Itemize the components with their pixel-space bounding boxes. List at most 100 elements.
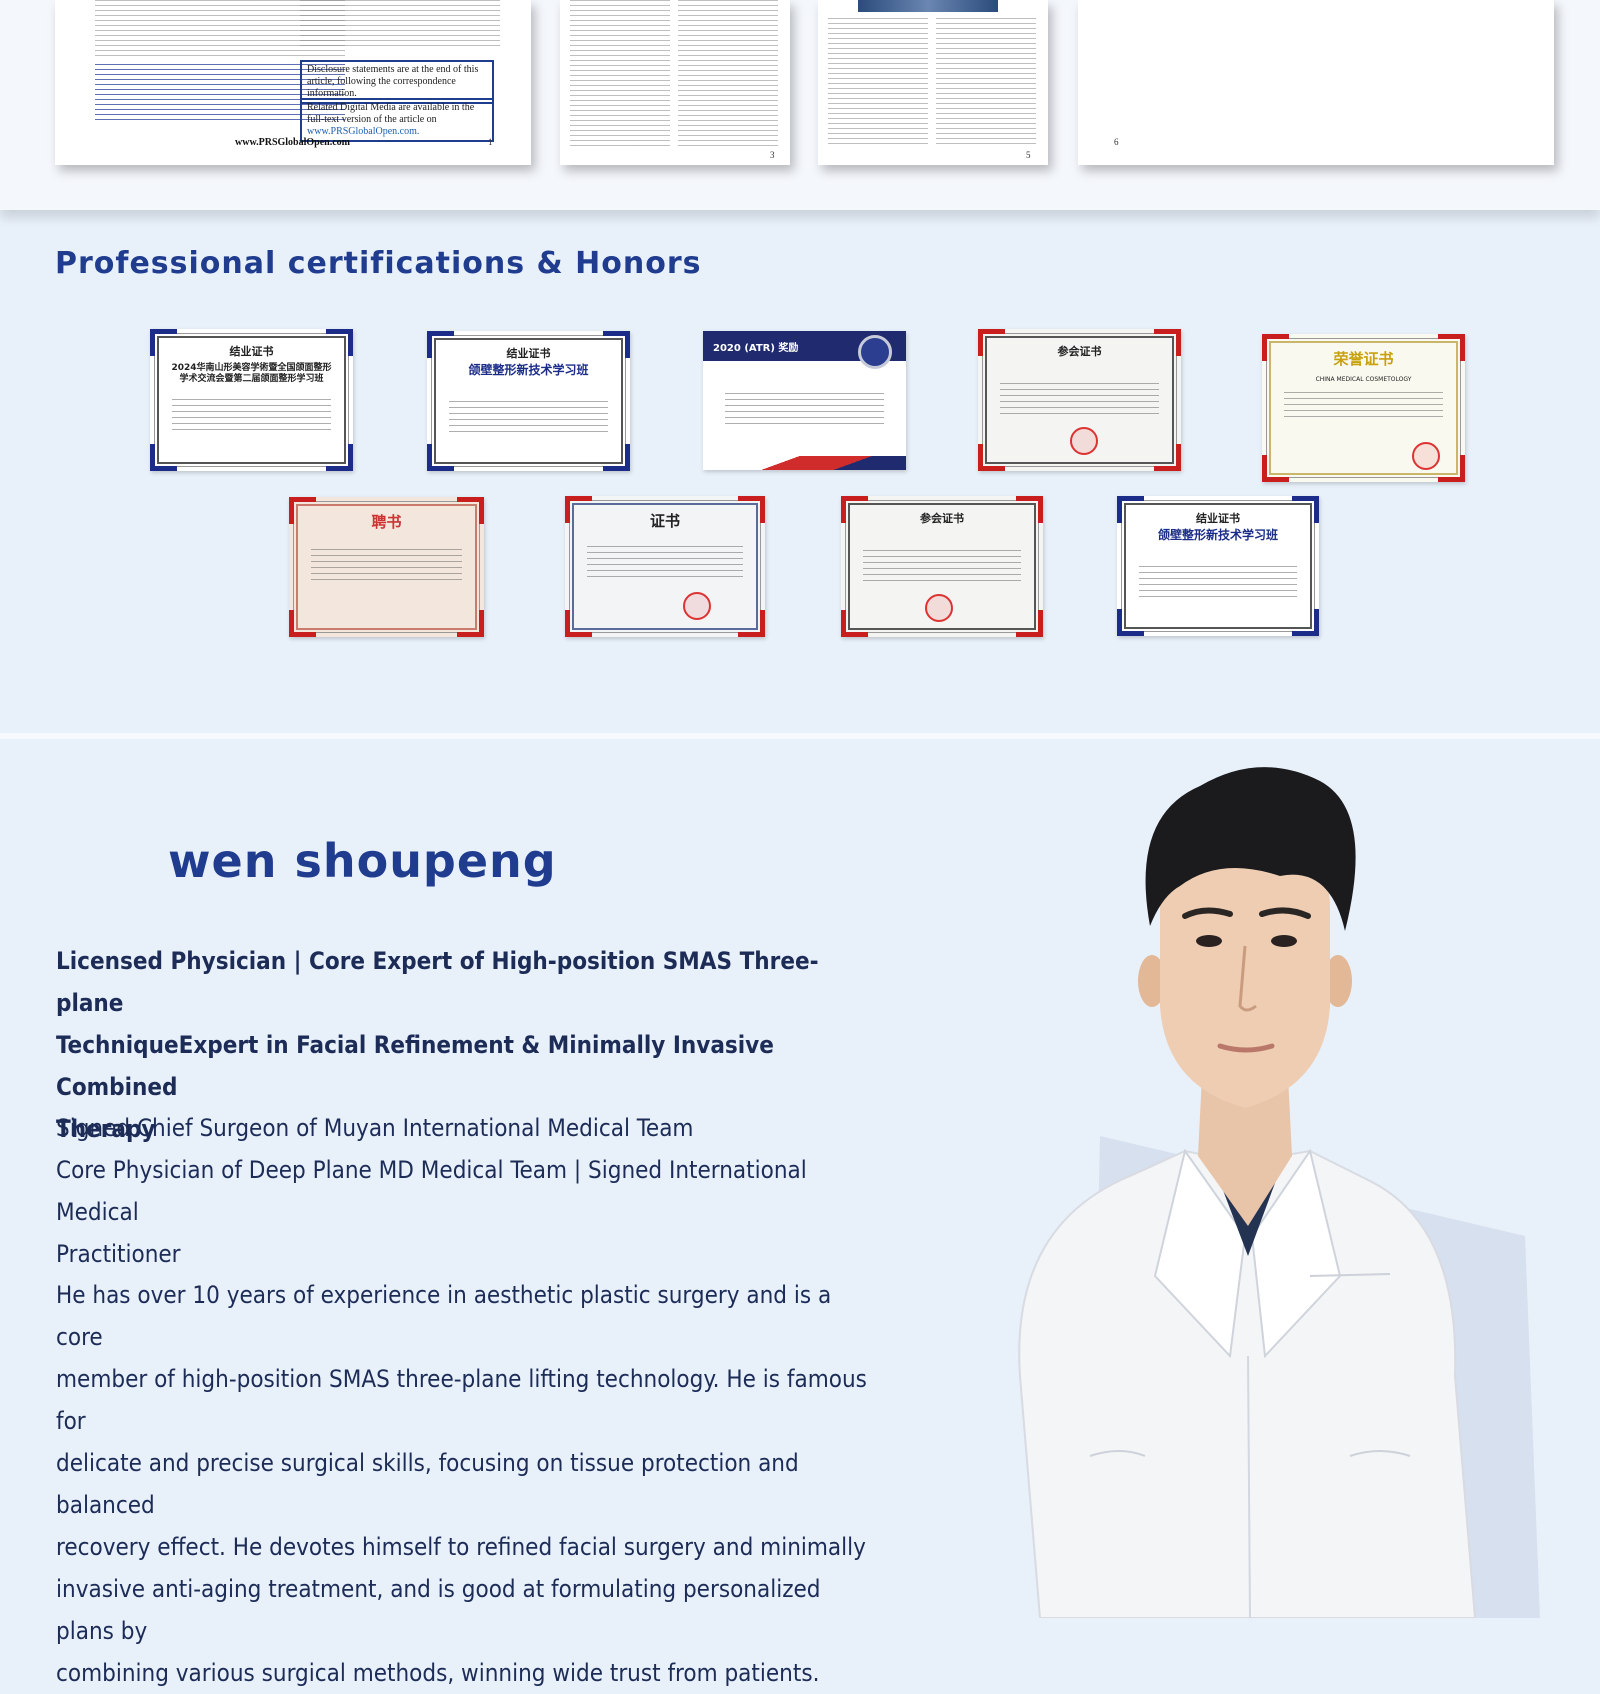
certificate-corner — [1016, 496, 1043, 523]
certificate-corner — [150, 444, 177, 471]
certificate-atr-award[interactable]: 2020 (ATR) 奖励 — [703, 331, 906, 470]
certificate-corner — [1438, 455, 1465, 482]
doctor-roles: Signed Chief Surgeon of Muyan Internatio… — [56, 1107, 876, 1275]
certificate-corner — [289, 610, 316, 637]
certificate-completion-2024[interactable]: 结业证书 2024华南山形美容学術暨全国颌面整形学术交流会暨第二届颌面整形学习班 — [150, 329, 353, 471]
certificate-corner — [457, 497, 484, 524]
paper-page-number: 5 — [1026, 150, 1031, 160]
certificate-corner — [1154, 444, 1181, 471]
certificate-subtitle: 颌壁整形新技术学习班 — [1157, 528, 1278, 542]
certificate-corner — [427, 444, 454, 471]
certificate-corner — [1262, 455, 1289, 482]
certificate-heading: 证书 — [649, 512, 680, 530]
certificate-corner — [150, 329, 177, 356]
role-line: Core Physician of Deep Plane MD Medical … — [56, 1156, 807, 1226]
certificate-corner — [1438, 334, 1465, 361]
doctor-portrait — [1018, 767, 1540, 1618]
certificate-border — [154, 333, 349, 467]
certificate-appointment-letter[interactable]: 聘书 — [289, 497, 484, 637]
certificate-corner — [1016, 610, 1043, 637]
certificate-corner — [457, 610, 484, 637]
certificate-honor[interactable]: 荣誉证书 CHINA MEDICAL COSMETOLOGY — [1262, 334, 1465, 482]
certificate-body-text — [311, 549, 462, 585]
certificate-heading: 结业证书 — [1196, 512, 1240, 525]
certificate-heading: 结业证书 — [229, 345, 274, 358]
certificate-heading: 荣誉证书 — [1333, 350, 1394, 368]
certificate-corner — [1292, 609, 1319, 636]
certificate-heading: 2020 (ATR) 奖励 — [713, 343, 799, 354]
certificate-body-text — [1000, 383, 1159, 419]
certificate-corner — [326, 329, 353, 356]
paper-page-number: 6 — [1114, 137, 1119, 147]
certificate-corner — [841, 496, 868, 523]
role-line: Signed Chief Surgeon of Muyan Internatio… — [56, 1114, 694, 1142]
bio-line: invasive anti-aging treatment, and is go… — [56, 1575, 821, 1645]
certificate-corner — [603, 331, 630, 358]
certificate-body-text — [587, 546, 743, 582]
certificate-border — [569, 500, 761, 633]
bio-line: combining various surgical methods, winn… — [56, 1659, 820, 1687]
certificate-border — [293, 501, 480, 633]
certificate-corner — [1117, 609, 1144, 636]
red-seal-icon — [683, 592, 711, 620]
certificate-award[interactable]: 证书 — [565, 496, 765, 637]
paper-page-1[interactable]: Disclosure statements are at the end of … — [55, 0, 531, 165]
paper-page-6[interactable]: 6 — [1078, 0, 1554, 165]
paper-page-number: 3 — [770, 150, 775, 160]
certificate-completion-technique-course[interactable]: 结业证书 颌壁整形新技术学习班 — [427, 331, 630, 471]
certificate-heading: 聘书 — [371, 513, 402, 531]
certificate-body-text — [172, 399, 331, 435]
tagline-line: Therapy — [56, 1115, 156, 1143]
certificate-subtitle: CHINA MEDICAL COSMETOLOGY — [1315, 376, 1412, 383]
certificate-subtitle: 2024华南山形美容学術暨全国颌面整形学术交流会暨第二届颌面整形学习班 — [171, 363, 332, 384]
certificate-body-text — [725, 393, 884, 429]
red-seal-icon — [1070, 427, 1098, 455]
medal-icon — [858, 335, 892, 369]
red-seal-icon — [925, 594, 953, 622]
doctor-tagline: Licensed Physician | Core Expert of High… — [56, 940, 876, 1150]
paper-abstract-column — [300, 0, 500, 50]
certificate-corner — [978, 329, 1005, 356]
paper-page-5[interactable]: 5 — [818, 0, 1048, 165]
role-line: Practitioner — [56, 1240, 181, 1268]
certificate-body-text — [449, 401, 608, 437]
red-seal-icon — [1412, 442, 1440, 470]
certificate-corner — [738, 610, 765, 637]
certificate-border — [1121, 500, 1315, 632]
tagline-line: Licensed Physician | Core Expert of High… — [56, 947, 819, 1017]
certificate-subtitle: 颌壁整形新技术学习班 — [468, 363, 589, 377]
certificate-heading: 参会证书 — [920, 512, 964, 525]
certificate-border — [845, 500, 1039, 633]
bio-line: member of high-position SMAS three-plane… — [56, 1365, 867, 1435]
published-papers-strip: Disclosure statements are at the end of … — [0, 0, 1600, 210]
paper-page-3[interactable]: 3 — [560, 0, 790, 165]
paper-footer-url: www.PRSGlobalOpen.com — [235, 137, 351, 148]
paper-copyright-text — [95, 64, 345, 122]
certificate-corner — [841, 610, 868, 637]
digital-media-box: Related Digital Media are available in t… — [300, 98, 494, 142]
certificate-border — [982, 333, 1177, 467]
bio-line: delicate and precise surgical skills, fo… — [56, 1449, 799, 1519]
disclosure-box: Disclosure statements are at the end of … — [300, 60, 494, 104]
certificate-participation-2[interactable]: 参会证书 — [841, 496, 1043, 637]
certificate-corner — [565, 610, 592, 637]
doctor-bio: He has over 10 years of experience in ae… — [56, 1274, 876, 1694]
certificate-stripe — [703, 456, 906, 470]
certificate-participation[interactable]: 参会证书 — [978, 329, 1181, 471]
bio-line: recovery effect. He devotes himself to r… — [56, 1533, 866, 1561]
digital-media-link[interactable]: www.PRSGlobalOpen.com. — [307, 126, 420, 137]
tagline-line: TechniqueExpert in Facial Refinement & M… — [56, 1031, 774, 1101]
certificate-corner — [289, 497, 316, 524]
paper-text-column — [828, 18, 928, 148]
certificate-corner — [738, 496, 765, 523]
certificate-completion-technique-course-2[interactable]: 结业证书 颌壁整形新技术学习班 — [1117, 496, 1319, 636]
paper-page-number: 1 — [488, 137, 493, 147]
certificate-body-text — [1284, 392, 1443, 422]
paper-text-column — [936, 18, 1036, 148]
certifications-title: Professional certifications & Honors — [55, 246, 702, 281]
certificate-border — [1266, 338, 1461, 478]
paper-text-column — [570, 0, 670, 150]
certificate-corner — [1292, 496, 1319, 523]
certificate-corner — [427, 331, 454, 358]
certificate-corner — [978, 444, 1005, 471]
